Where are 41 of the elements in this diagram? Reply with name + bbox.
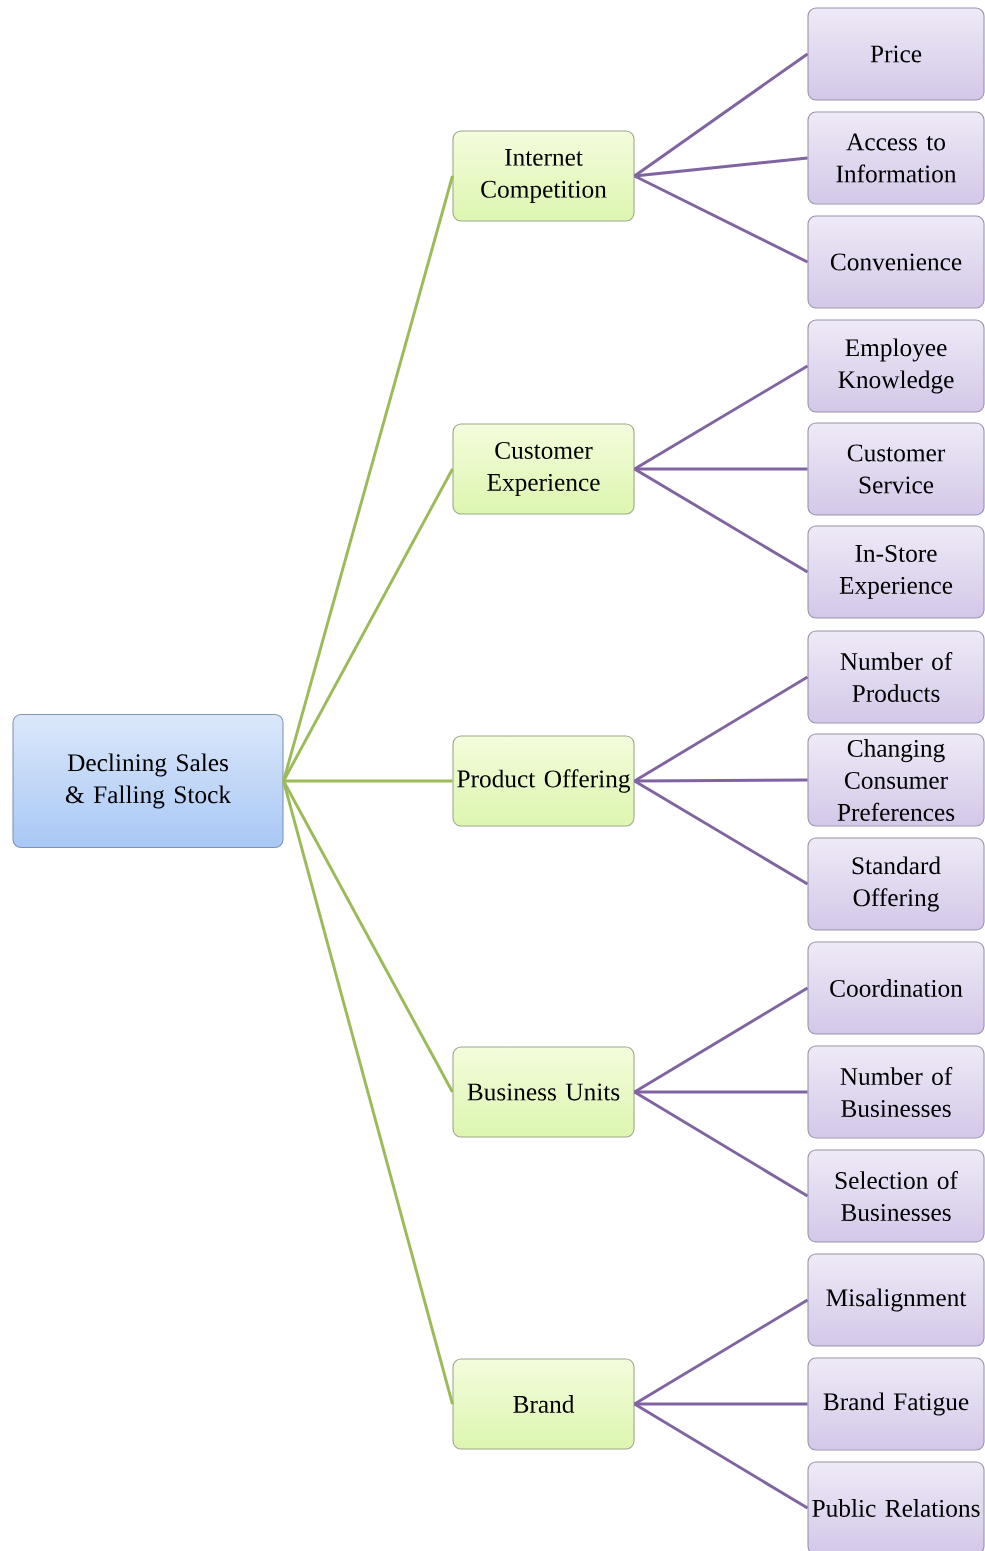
connector-line xyxy=(633,1090,809,1198)
cause-box: Brand Fatigue xyxy=(807,1357,985,1451)
cause-box: Coordination xyxy=(807,941,985,1035)
connector-line xyxy=(633,174,809,264)
cause-box: Convenience xyxy=(807,215,985,309)
connector-line xyxy=(282,780,454,1093)
category-box: Business Units xyxy=(452,1046,635,1138)
connector-line xyxy=(633,779,809,886)
connector-line xyxy=(634,778,808,783)
cause-box: Changing Consumer Preferences xyxy=(807,733,985,827)
category-box: Customer Experience xyxy=(452,423,635,515)
cause-box: Access to Information xyxy=(807,111,985,205)
cause-box: Number of Products xyxy=(807,630,985,724)
connector-line xyxy=(634,467,808,471)
connector-line xyxy=(633,1402,809,1510)
cause-box: Employee Knowledge xyxy=(807,319,985,413)
connector-line xyxy=(283,779,453,783)
connector-line xyxy=(634,156,808,178)
cause-box: Price xyxy=(807,7,985,101)
root-box: Declining Sales & Falling Stock xyxy=(12,713,284,849)
connector-line xyxy=(634,1402,808,1406)
connector-line xyxy=(633,52,809,178)
cause-box: Selection of Businesses xyxy=(807,1149,985,1243)
connector-line xyxy=(634,1090,808,1094)
category-box: Brand xyxy=(452,1358,635,1450)
connector-line xyxy=(633,467,809,574)
connector-line xyxy=(633,1298,809,1406)
category-box: Product Offering xyxy=(452,735,635,827)
connector-line xyxy=(282,468,454,782)
cause-box: Customer Service xyxy=(807,422,985,516)
connector-line xyxy=(633,364,809,471)
category-box: Internet Competition xyxy=(452,130,635,222)
connector-line xyxy=(282,780,454,1405)
cause-box: Misalignment xyxy=(807,1253,985,1347)
cause-box: In-Store Experience xyxy=(807,525,985,619)
connector-line xyxy=(282,175,454,782)
connector-line xyxy=(633,675,809,783)
cause-box: Standard Offering xyxy=(807,837,985,931)
cause-box: Number of Businesses xyxy=(807,1045,985,1139)
cause-box: Public Relations xyxy=(807,1461,985,1551)
connector-line xyxy=(633,986,809,1094)
